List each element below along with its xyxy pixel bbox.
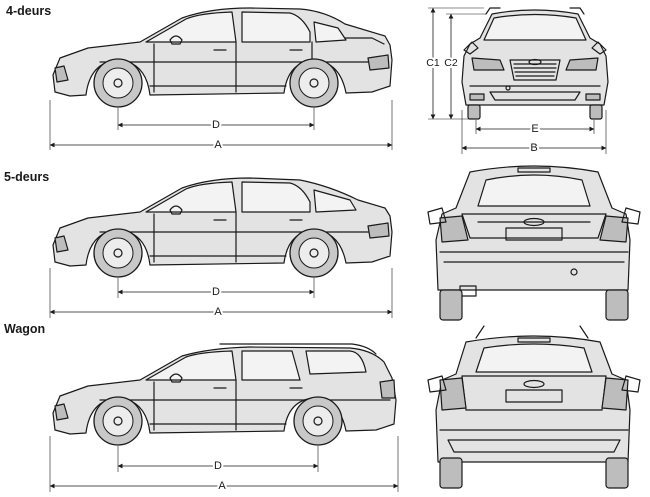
dim-label-e: E (531, 123, 538, 135)
wagon-rear-view (427, 325, 641, 489)
dim-label-b: B (530, 142, 537, 154)
section-title-wagon: Wagon (4, 322, 45, 336)
section-title-hatchback: 5-deurs (4, 170, 49, 184)
hatchback-rear-view (427, 165, 641, 321)
dim-label-d: D (212, 286, 220, 298)
dim-label-c1: C1 (426, 57, 440, 69)
dim-label-c2: C2 (444, 57, 458, 69)
dim-label-a: A (214, 139, 222, 151)
section-title-sedan: 4-deurs (6, 4, 51, 18)
dim-label-a: A (218, 480, 226, 492)
hatchback-side-view (52, 177, 393, 278)
sedan-side-view (52, 7, 393, 108)
wagon-side-view (52, 343, 397, 446)
sedan-front-view (461, 7, 609, 120)
dim-label-d: D (212, 119, 220, 131)
dim-label-d: D (214, 460, 222, 472)
dim-label-a: A (214, 306, 222, 318)
